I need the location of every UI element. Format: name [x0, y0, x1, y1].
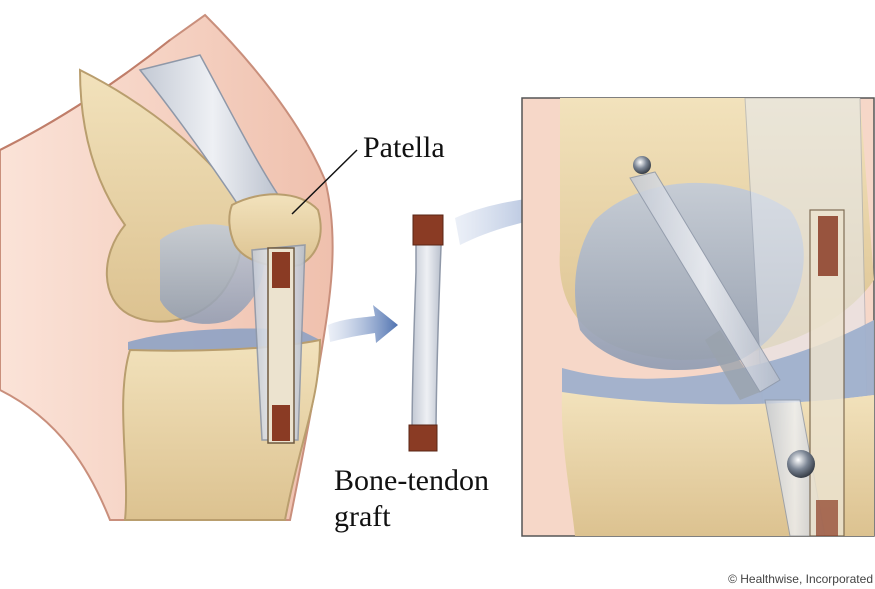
graft-label-line2: graft [334, 500, 391, 534]
patella-label: Patella [363, 131, 445, 165]
tibial-screw-icon [787, 450, 815, 478]
bone-tendon-graft-illustration [409, 215, 443, 451]
reconstruction-inset [522, 98, 874, 536]
left-knee-illustration [0, 15, 333, 520]
femoral-screw-icon [633, 156, 651, 174]
arrow-to-graft-icon [328, 305, 398, 343]
copyright-credit: © Healthwise, Incorporated [728, 572, 873, 586]
graft-label-line1: Bone-tendon [334, 464, 489, 498]
